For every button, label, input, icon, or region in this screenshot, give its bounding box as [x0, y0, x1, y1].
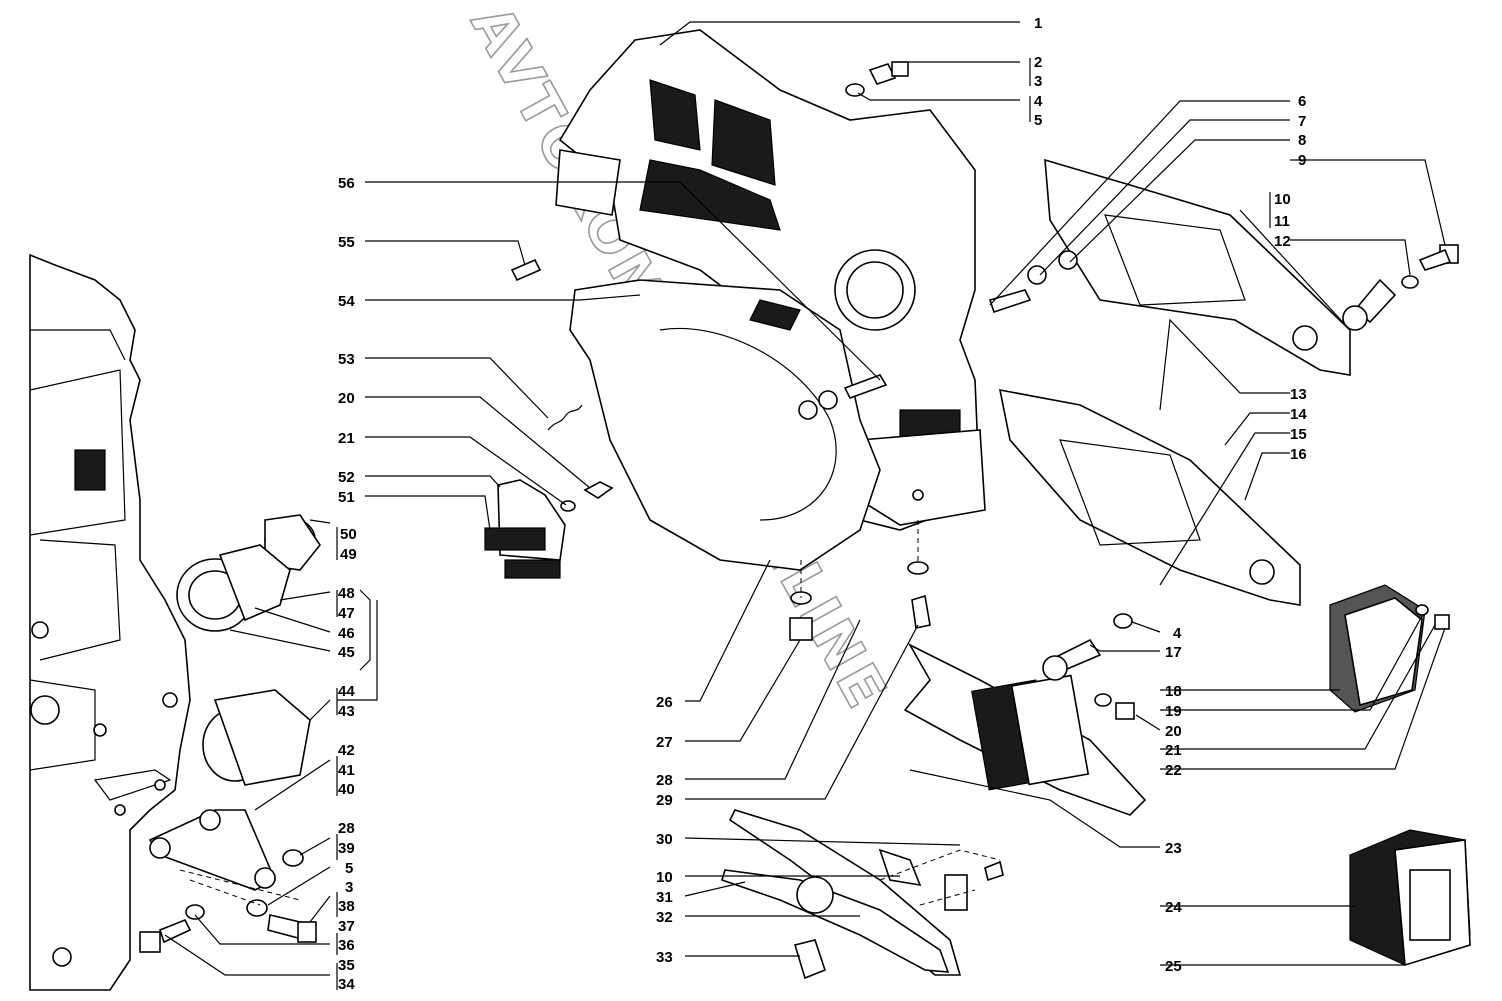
callout-label: 18 [1165, 683, 1182, 700]
callout-label: 48 [338, 585, 355, 602]
callout-label: 23 [1165, 840, 1182, 857]
callout-label: 52 [338, 469, 355, 486]
callout-label: 24 [1165, 899, 1182, 916]
callout-label: 51 [338, 489, 355, 506]
callout-label: 34 [338, 976, 355, 993]
callout-label: 16 [1290, 446, 1307, 463]
callout-label: 6 [1298, 93, 1306, 110]
callout-label: 53 [338, 351, 355, 368]
callout-label: 4 [1034, 93, 1043, 110]
callout-label: 10 [1274, 191, 1291, 208]
callout-label: 41 [338, 762, 355, 779]
cover-plates [1329, 584, 1471, 967]
bolts-and-small-parts [139, 61, 1459, 953]
callout-label: 14 [1290, 406, 1307, 423]
callout-label: 5 [1034, 112, 1042, 129]
callout-label: 32 [656, 909, 673, 926]
callout-label: 7 [1298, 113, 1306, 130]
release-fork-assembly [903, 613, 1147, 816]
callout-label: 49 [340, 546, 357, 563]
callout-label: 54 [338, 293, 355, 310]
callout-label: 5 [345, 860, 353, 877]
housing-cover-plate [569, 279, 881, 571]
callout-label: 8 [1298, 132, 1306, 149]
callout-label: 55 [338, 234, 355, 251]
callout-label: 36 [338, 937, 355, 954]
callout-label: 17 [1165, 644, 1182, 661]
callout-label: 44 [338, 683, 355, 700]
callout-label: 20 [1165, 723, 1182, 740]
callout-label: 21 [338, 430, 355, 447]
callout-label: 45 [338, 644, 355, 661]
callout-label: 27 [656, 734, 673, 751]
callout-label: 15 [1290, 426, 1307, 443]
callout-label: 10 [656, 869, 673, 886]
callout-label: 56 [338, 175, 355, 192]
callout-label: 12 [1274, 233, 1291, 250]
callout-label: 19 [1165, 703, 1182, 720]
callout-labels: 1 2 3 4 5 6 7 8 9 10 11 12 13 14 15 16 5… [338, 15, 1307, 993]
callout-label: 33 [656, 949, 673, 966]
callout-label: 46 [338, 625, 355, 642]
callout-label: 50 [340, 526, 357, 543]
callout-label: 28 [338, 820, 355, 837]
clutch-lever-lower [998, 388, 1301, 606]
callout-label: 25 [1165, 958, 1182, 975]
callout-label: 35 [338, 957, 355, 974]
callout-label: 21 [1165, 742, 1182, 759]
callout-label: 4 [1173, 625, 1182, 642]
lever-assembly [721, 809, 1004, 980]
clutch-housing [555, 29, 986, 531]
callout-label: 31 [656, 889, 673, 906]
callout-label: 43 [338, 703, 355, 720]
callout-label: 1 [1034, 15, 1042, 32]
engine-block [29, 253, 191, 991]
callout-label: 9 [1298, 152, 1306, 169]
callout-label: 30 [656, 831, 673, 848]
callout-label: 47 [338, 605, 355, 622]
callout-label: 29 [656, 792, 673, 809]
callout-label: 40 [338, 781, 355, 798]
callout-label: 13 [1290, 386, 1307, 403]
callout-label: 20 [338, 390, 355, 407]
leader-lines [164, 21, 1446, 990]
callout-label: 37 [338, 918, 355, 935]
callout-label: 38 [338, 898, 355, 915]
callout-label: 22 [1165, 762, 1182, 779]
callout-label: 39 [338, 840, 355, 857]
callout-label: 42 [338, 742, 355, 759]
callout-label: 11 [1274, 213, 1290, 230]
callout-label: 2 [1034, 54, 1042, 71]
callout-label: 3 [1034, 73, 1042, 90]
callout-label: 3 [345, 879, 353, 896]
callout-label: 26 [656, 694, 673, 711]
callout-label: 28 [656, 772, 673, 789]
assembly-guides [179, 520, 1001, 906]
clutch-lever-upper [1044, 158, 1351, 376]
